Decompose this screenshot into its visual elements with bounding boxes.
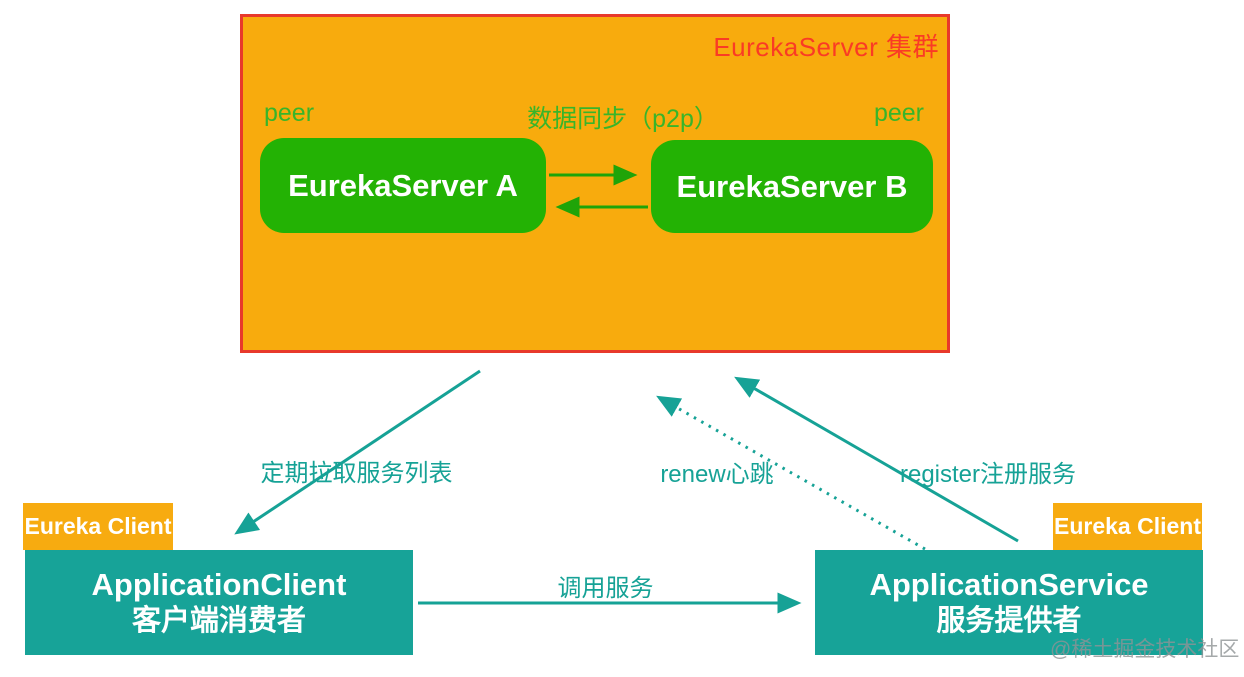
pull-service-list-arrow [234, 369, 481, 535]
pull-service-list-label: 定期拉取服务列表 [260, 460, 453, 487]
application-service-title: ApplicationService [869, 566, 1149, 602]
application-client-title: ApplicationClient [91, 566, 347, 602]
application-service-subtitle: 服务提供者 [936, 604, 1082, 637]
watermark-text: @稀土掘金技术社区 [1050, 638, 1240, 661]
application-client-node: ApplicationClient 客户端消费者 [25, 550, 413, 655]
eureka-server-cluster-box: EurekaServer 集群 peer 数据同步（p2p） peer Eure… [240, 14, 950, 353]
eureka-client-tag-left: Eureka Client [23, 503, 173, 550]
invoke-service-label: 调用服务 [557, 575, 654, 602]
renew-heartbeat-label: renew心跳 [660, 461, 774, 488]
eureka-client-tag-right: Eureka Client [1053, 503, 1202, 550]
application-service-node: ApplicationService 服务提供者 [815, 550, 1203, 655]
eureka-server-b-node: EurekaServer B [651, 140, 933, 233]
peer-label-right: peer [873, 99, 924, 127]
eureka-server-a-node: EurekaServer A [260, 138, 546, 233]
application-client-subtitle: 客户端消费者 [131, 604, 306, 637]
cluster-title: EurekaServer 集群 [713, 32, 939, 62]
register-service-label: register注册服务 [899, 461, 1077, 488]
peer-label-left: peer [264, 99, 315, 127]
data-sync-label: 数据同步（p2p） [527, 105, 719, 133]
